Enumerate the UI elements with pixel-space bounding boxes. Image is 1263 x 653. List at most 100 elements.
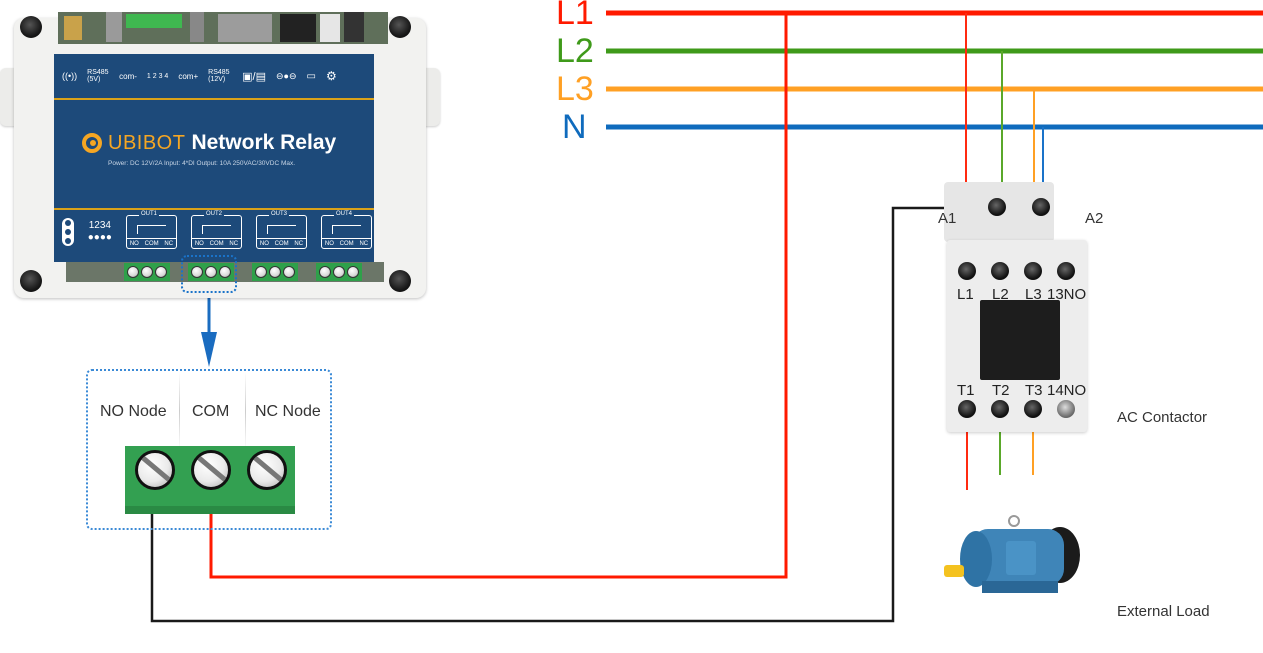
relay-switch-icon <box>136 225 166 234</box>
port-connector <box>106 12 122 42</box>
brand-name: UBIBOT <box>108 131 186 154</box>
label-l1: L1 <box>556 0 594 32</box>
output-terminal-strip <box>66 262 384 282</box>
top-connector-strip <box>58 12 388 44</box>
nc-node-label: NC Node <box>255 403 321 420</box>
screw-icon <box>319 266 331 278</box>
ubibot-logo-icon <box>82 133 102 153</box>
contactor-coil-housing <box>944 182 1054 242</box>
pin-label: COM <box>339 240 354 247</box>
screw-icon <box>333 266 345 278</box>
screw-icon <box>191 266 203 278</box>
terminal-label-l1: L1 <box>957 286 974 303</box>
terminal-block-out1 <box>124 263 170 281</box>
terminal-label-13no: 13NO <box>1047 286 1087 303</box>
screw-icon <box>347 266 359 278</box>
mount-hole <box>389 270 411 292</box>
wireless-icon: ((•)) <box>62 71 78 81</box>
rs485-12v-label: RS485 (12V) <box>208 69 230 83</box>
screw-icon <box>255 266 267 278</box>
port-connector <box>190 12 204 42</box>
contactor-armature <box>980 300 1060 380</box>
device-front-panel <box>54 54 374 262</box>
zoom-arrow-head <box>201 332 217 367</box>
screw-icon <box>141 266 153 278</box>
terminal-screw-icon <box>958 262 976 280</box>
pin-label: NC <box>164 240 174 247</box>
relay-switch-icon <box>331 225 361 234</box>
terminal-label-14no: 14NO <box>1047 382 1087 399</box>
port-legend-row: ((•)) RS485 (5V) com- 1 2 3 4 com+ RS485… <box>62 64 372 88</box>
terminal-label-t3: T3 <box>1025 382 1043 399</box>
screw-no-icon <box>135 450 175 490</box>
terminal-screw-icon <box>1024 262 1042 280</box>
lifting-eye-icon <box>1008 515 1020 527</box>
motor-base <box>982 581 1058 593</box>
screw-icon <box>205 266 217 278</box>
usb-c-port <box>320 14 340 42</box>
com-wire <box>209 13 788 579</box>
terminal-detail-box <box>86 369 332 530</box>
rs485-5v-label: RS485 (5V) <box>87 69 109 83</box>
label-separator <box>245 372 246 450</box>
antenna-connector <box>64 16 82 40</box>
com-label: COM <box>192 403 230 420</box>
panel-divider <box>54 208 374 210</box>
led-dots: ●●●● <box>87 232 112 243</box>
no-node-label: NO Node <box>100 403 167 420</box>
di-numbers-label: 1 2 3 4 <box>146 72 169 80</box>
mount-hole <box>389 16 411 38</box>
terminal-block-large <box>125 446 295 514</box>
di-terminal-block <box>126 14 182 28</box>
com-minus-label: com- <box>119 71 137 81</box>
label-separator <box>179 372 180 450</box>
output-label: OUT4 <box>333 211 354 217</box>
motor-end-shield <box>960 531 992 587</box>
pin-label: COM <box>274 240 289 247</box>
spec-line: Power: DC 12V/2A Input: 4*DI Output: 10A… <box>108 160 296 167</box>
screw-icon <box>155 266 167 278</box>
pin-label: COM <box>144 240 159 247</box>
terminal-label-l3: L3 <box>1025 286 1042 303</box>
label-l3: L3 <box>556 70 594 108</box>
pin-label: NO <box>129 240 139 247</box>
screw-icon <box>219 266 231 278</box>
brand-header: UBIBOT Network Relay <box>82 128 336 158</box>
power-polarity-icon: ⊖●⊖ <box>275 70 297 81</box>
pin-label: NO <box>324 240 334 247</box>
motor-junction-box <box>1006 541 1036 575</box>
terminal-screw-icon <box>1057 262 1075 280</box>
output-label: OUT1 <box>138 211 159 217</box>
screw-icon <box>283 266 295 278</box>
terminal-label-t2: T2 <box>992 382 1010 399</box>
label-l2: L2 <box>556 32 594 70</box>
coil-screw-a1-icon <box>988 198 1006 216</box>
coil-label-a1: A1 <box>938 210 957 227</box>
status-led-indicator <box>62 218 74 246</box>
screw-com-icon <box>191 450 231 490</box>
pin-label: NO <box>259 240 269 247</box>
pin-label: NO <box>194 240 204 247</box>
screw-nc-icon <box>247 450 287 490</box>
coil-label-a2: A2 <box>1085 210 1104 227</box>
com-plus-label: com+ <box>178 71 199 81</box>
screw-icon <box>269 266 281 278</box>
terminal-block-out2 <box>188 263 234 281</box>
terminal-screw-icon <box>1024 400 1042 418</box>
terminal-block-out3 <box>252 263 298 281</box>
product-title: Network Relay <box>191 131 337 154</box>
relay-switch-icon <box>266 225 296 234</box>
reset-button[interactable] <box>344 12 364 42</box>
power-jack <box>280 14 316 42</box>
usb-icon: ▭ <box>306 70 316 82</box>
output-label: OUT2 <box>203 211 224 217</box>
ethernet-port <box>218 14 272 42</box>
pin-label: NC <box>359 240 369 247</box>
mount-hole <box>20 270 42 292</box>
panel-divider <box>54 98 374 100</box>
output-label: OUT3 <box>268 211 289 217</box>
highlighted-terminal-outline <box>181 255 237 293</box>
